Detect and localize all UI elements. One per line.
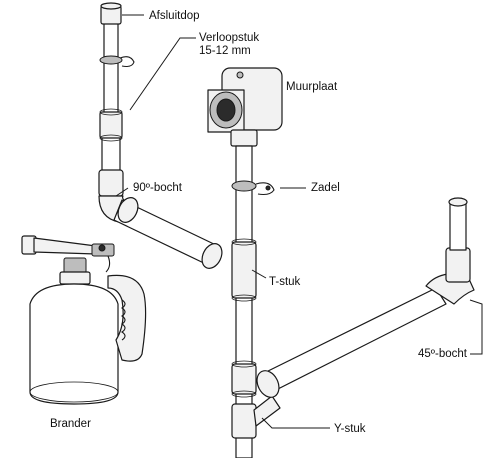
- torch-head: [21, 235, 115, 273]
- label-y-stuk: Y-stuk: [334, 423, 366, 435]
- left-vertical-pipe: [101, 13, 121, 177]
- tee-fitting: [231, 238, 257, 302]
- diagonal-branch-pipe: [256, 287, 447, 398]
- right-vertical-pipe: [448, 197, 468, 251]
- reducer-fitting: [99, 108, 123, 142]
- leader-90-bocht: [115, 187, 129, 197]
- label-45-bocht: 45º-bocht: [418, 348, 468, 360]
- label-verloopstuk-line1: Verloopstuk: [199, 32, 259, 44]
- leader-45-bocht: [469, 299, 483, 355]
- y-fitting: [231, 395, 281, 439]
- pipe-clip-left: [99, 55, 135, 68]
- end-cap: [100, 2, 122, 25]
- label-afsluitdop: Afsluitdop: [149, 10, 200, 22]
- diagonal-pipe-to-tee: [113, 197, 223, 269]
- wall-plate: [207, 67, 283, 147]
- leader-lines: [115, 14, 483, 429]
- label-brander: Brander: [50, 418, 91, 430]
- label-t-stuk: T-stuk: [269, 276, 301, 288]
- torch-valve: [59, 257, 91, 285]
- label-verloopstuk-line2: 15-12 mm: [199, 45, 251, 57]
- leader-y-stuk: [261, 417, 330, 429]
- torch-handle: [107, 274, 147, 362]
- coupling-lower: [231, 360, 257, 398]
- leader-verloopstuk: [129, 37, 196, 111]
- leader-t-stuk: [251, 269, 267, 279]
- label-zadel: Zadel: [311, 182, 340, 194]
- label-90-bocht: 90º-bocht: [133, 182, 183, 194]
- gas-canister: [29, 283, 119, 405]
- label-muurplaat: Muurplaat: [286, 81, 338, 93]
- saddle-clip: [231, 180, 275, 196]
